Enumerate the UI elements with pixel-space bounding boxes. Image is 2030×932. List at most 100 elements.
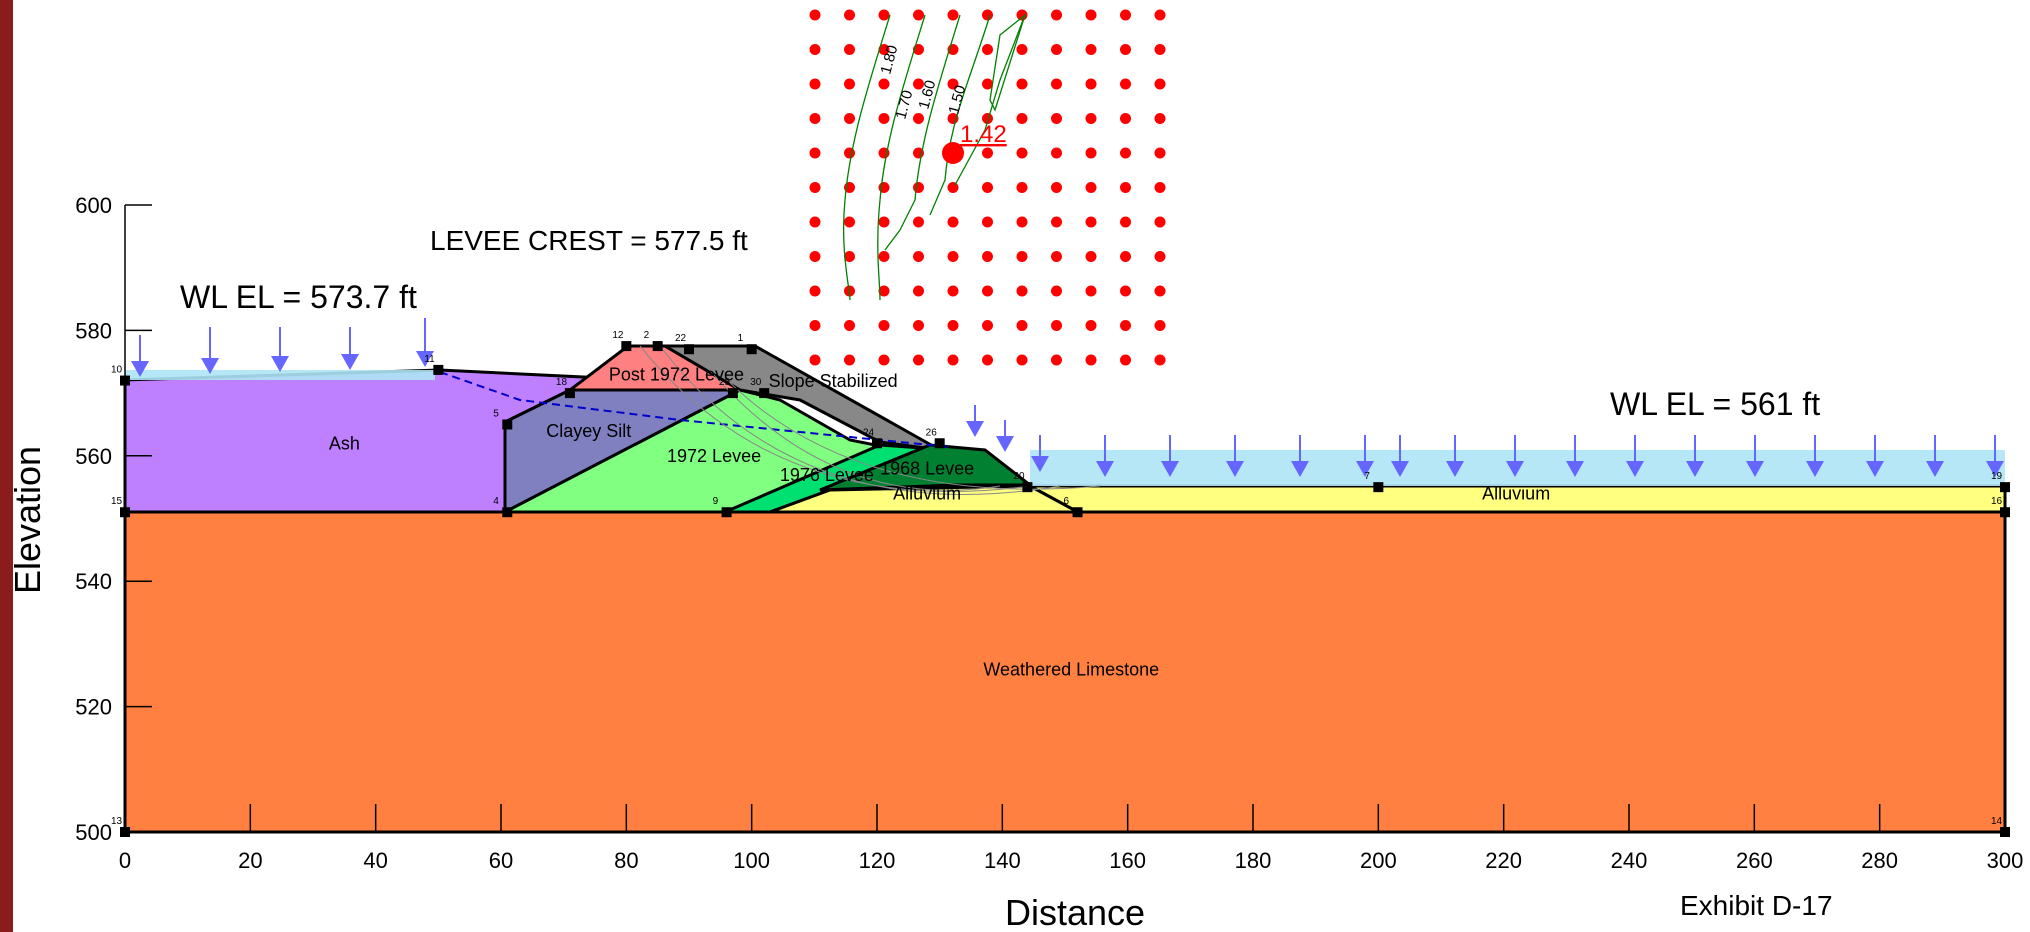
grid-point [1154,9,1166,21]
contour-label-2: 1.70 [892,88,916,121]
grid-point [1016,147,1028,159]
grid-point [844,9,855,21]
contour-label-1: 1.80 [877,43,901,76]
y-tick-label: 500 [75,820,112,845]
x-tick-label: 0 [119,848,131,873]
grid-point [913,78,924,90]
x-tick-label: 100 [733,848,770,873]
search-grid [809,9,1166,366]
grid-point [1120,44,1131,55]
geometry-point [1072,507,1083,518]
geometry-point [652,341,663,352]
grid-point [982,320,993,331]
grid-point [1085,147,1097,159]
x-tick-label: 220 [1485,848,1522,873]
load-arrow-head [1391,461,1409,477]
geometry-point [746,344,757,355]
grid-point [1016,44,1028,55]
grid-point [1120,251,1131,262]
grid-point [982,216,993,228]
grid-point [1085,182,1097,193]
load-arrow-head [131,361,149,377]
grid-point [844,216,855,228]
material-label: 1972 Levee [667,446,761,466]
grid-point [809,9,821,21]
grid-point [809,354,821,366]
grid-point [844,251,855,262]
grid-point [1051,44,1062,55]
point-id: 11 [424,354,435,365]
grid-point [844,78,855,90]
grid-point [1016,78,1028,90]
grid-point [982,147,993,159]
grid-point [1051,113,1062,124]
load-arrow-head [271,356,289,372]
material-label: Ash [329,434,360,454]
y-tick-label: 580 [75,318,112,343]
grid-point [844,147,855,159]
geometry-point [1022,482,1033,493]
grid-point [1154,216,1166,228]
grid-point [1016,113,1028,124]
grid-point [1120,147,1131,159]
grid-point [982,354,993,366]
grid-point [1154,354,1166,366]
grid-point [1016,354,1028,366]
grid-point [982,285,993,297]
grid-point [1154,251,1166,262]
grid-point [947,182,959,193]
grid-point [947,251,959,262]
grid-point [913,182,924,193]
grid-point [913,113,924,124]
grid-point [1154,182,1166,193]
grid-point [844,113,855,124]
phreatic-line [439,371,951,448]
grid-point [947,354,959,366]
geometry-point [2000,482,2010,493]
grid-point [1051,320,1062,331]
point-id: 20 [1013,471,1025,482]
grid-point [809,320,821,331]
x-tick-label: 120 [859,848,896,873]
grid-point [1154,147,1166,159]
grid-point [1085,9,1097,21]
point-id: 18 [556,377,568,388]
y-tick-label: 600 [75,193,112,218]
grid-point [878,320,890,331]
grid-point [1016,216,1028,228]
grid-point [844,320,855,331]
y-tick-label: 540 [75,569,112,594]
x-tick-label: 160 [1109,848,1146,873]
grid-point [1120,320,1131,331]
levee-crest-label: LEVEE CREST = 577.5 ft [430,225,748,256]
load-arrow-head [1806,461,1824,477]
load-arrow-head [416,351,434,367]
grid-point [982,44,993,55]
point-id: 5 [493,408,499,419]
grid-point [1154,44,1166,55]
point-id: 1 [738,333,744,344]
grid-point [1085,285,1097,297]
grid-point [913,354,924,366]
grid-point [1154,78,1166,90]
contours [842,13,1027,301]
point-id: 22 [675,333,687,344]
load-arrow-head [1866,461,1884,477]
grid-point [1085,44,1097,55]
load-arrow-head [1031,456,1049,472]
grid-point [1016,285,1028,297]
load-arrow-head [966,421,984,437]
load-arrow-head [1986,461,2004,477]
grid-point [1016,251,1028,262]
point-id: 24 [863,427,875,438]
load-arrow-head [1226,461,1244,477]
grid-point [878,354,890,366]
wl-left-label: WL EL = 573.7 ft [180,279,417,315]
grid-point [913,216,924,228]
grid-point [1051,216,1062,228]
material-label: Alluvium [893,484,961,504]
grid-point [982,113,993,124]
geometry-point [502,419,513,430]
